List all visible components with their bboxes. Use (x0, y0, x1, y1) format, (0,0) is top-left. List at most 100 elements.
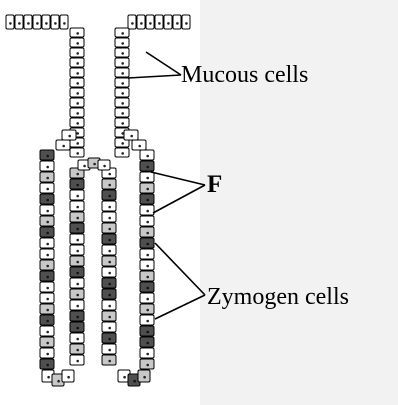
cell-nucleus (108, 261, 111, 264)
cell-nucleus (146, 243, 149, 246)
cell-nucleus (108, 360, 111, 363)
cell-nucleus (76, 142, 79, 145)
cell-nucleus (133, 380, 136, 383)
surface-cell-right (137, 15, 145, 29)
cell-nucleus (76, 217, 79, 220)
surface-cell-right (155, 15, 163, 29)
cell-nucleus (108, 283, 111, 286)
surface-cell-right (128, 15, 136, 29)
cell-nucleus (176, 22, 179, 25)
cell-nucleus (121, 82, 124, 85)
cell-nucleus (76, 283, 79, 286)
cell-nucleus (108, 250, 111, 253)
cell-nucleus (146, 265, 149, 268)
cell-nucleus (68, 135, 71, 138)
cell-nucleus (140, 22, 143, 25)
cell-nucleus (143, 376, 146, 379)
cell-nucleus (46, 199, 49, 202)
cell-nucleus (76, 122, 79, 125)
cell-nucleus (146, 298, 149, 301)
cell-nucleus (46, 221, 49, 224)
cell-nucleus (146, 276, 149, 279)
cell-nucleus (108, 173, 111, 176)
surface-cell-right (173, 15, 181, 29)
surface-cell-left (6, 15, 14, 29)
cell-nucleus (108, 327, 111, 330)
mucous-cells-label: Mucous cells (181, 63, 308, 87)
cell-nucleus (46, 331, 49, 334)
cell-nucleus (54, 22, 57, 25)
cell-nucleus (146, 364, 149, 367)
cell-nucleus (108, 184, 111, 187)
cell-nucleus (146, 342, 149, 345)
cell-nucleus (108, 217, 111, 220)
cell-nucleus (76, 195, 79, 198)
cell-nucleus (76, 360, 79, 363)
cell-nucleus (138, 145, 141, 148)
cell-nucleus (167, 22, 170, 25)
cell-nucleus (76, 32, 79, 35)
cell-nucleus (57, 380, 60, 383)
cell-nucleus (146, 210, 149, 213)
cell-nucleus (146, 221, 149, 224)
f-label: F (207, 172, 222, 197)
zymogen-cells-label: Zymogen cells (207, 285, 349, 309)
cell-nucleus (146, 177, 149, 180)
cell-nucleus (146, 155, 149, 158)
cell-nucleus (121, 102, 124, 105)
cell-nucleus (108, 206, 111, 209)
cell-nucleus (76, 52, 79, 55)
cell-nucleus (36, 22, 39, 25)
cell-nucleus (46, 177, 49, 180)
cell-nucleus (46, 210, 49, 213)
cell-nucleus (76, 92, 79, 95)
cell-nucleus (76, 102, 79, 105)
cell-nucleus (121, 62, 124, 65)
cell-nucleus (76, 316, 79, 319)
cell-nucleus (63, 22, 66, 25)
cell-nucleus (76, 338, 79, 341)
cell-nucleus (76, 294, 79, 297)
cell-nucleus (121, 112, 124, 115)
cell-nucleus (76, 112, 79, 115)
cell-nucleus (131, 22, 134, 25)
cell-nucleus (47, 376, 50, 379)
cell-nucleus (46, 320, 49, 323)
cell-nucleus (27, 22, 30, 25)
cell-nucleus (146, 232, 149, 235)
cell-nucleus (108, 228, 111, 231)
cell-nucleus (76, 62, 79, 65)
cell-nucleus (76, 173, 79, 176)
cell-nucleus (62, 145, 65, 148)
cell-nucleus (121, 42, 124, 45)
cell-nucleus (46, 276, 49, 279)
cell-nucleus (146, 320, 149, 323)
cell-nucleus (76, 228, 79, 231)
surface-cell-right (146, 15, 154, 29)
cell-nucleus (108, 338, 111, 341)
cell-nucleus (108, 195, 111, 198)
cell-nucleus (76, 327, 79, 330)
cell-nucleus (76, 206, 79, 209)
cell-nucleus (9, 22, 12, 25)
surface-cell-left (42, 15, 50, 29)
cell-nucleus (18, 22, 21, 25)
cell-nucleus (76, 239, 79, 242)
cell-nucleus (45, 22, 48, 25)
tubule-base-cell (62, 370, 74, 382)
cell-nucleus (76, 261, 79, 264)
cell-nucleus (46, 265, 49, 268)
cell-nucleus (158, 22, 161, 25)
surface-cell-left (33, 15, 41, 29)
cell-nucleus (108, 349, 111, 352)
surface-cell-left (60, 15, 68, 29)
cell-nucleus (76, 82, 79, 85)
cell-nucleus (76, 272, 79, 275)
cell-nucleus (146, 309, 149, 312)
cell-nucleus (103, 165, 106, 168)
cell-nucleus (76, 152, 79, 155)
cell-nucleus (146, 353, 149, 356)
cell-nucleus (46, 298, 49, 301)
